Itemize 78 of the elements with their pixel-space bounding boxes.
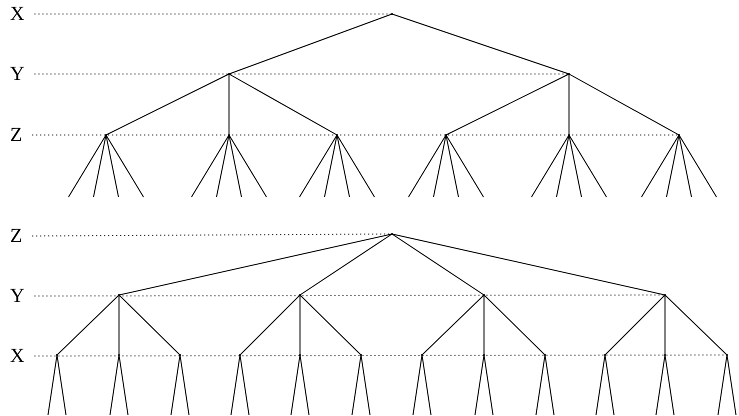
branch-line: [531, 134, 570, 198]
branch-line: [191, 134, 230, 198]
branch-line: [228, 134, 242, 198]
branch-line: [118, 294, 120, 356]
branch-line: [484, 354, 494, 416]
branch-line: [408, 134, 446, 198]
branch-line: [604, 354, 614, 416]
branch-line: [118, 294, 180, 356]
branch-line: [412, 354, 422, 416]
branch-line: [336, 134, 350, 198]
branch-line: [474, 354, 484, 416]
branch-line: [48, 354, 58, 416]
branch-line: [290, 354, 300, 416]
branch-line: [228, 74, 230, 136]
branch-line: [656, 354, 666, 416]
branch-line: [556, 134, 570, 198]
branch-line: [240, 294, 300, 356]
branch-line: [678, 134, 692, 198]
level-label: X: [10, 346, 24, 366]
branch-line: [352, 354, 362, 416]
branch-line: [446, 74, 570, 136]
branch-line: [664, 294, 728, 356]
branch-line: [170, 354, 180, 416]
branch-line: [392, 14, 570, 74]
branch-line: [106, 74, 230, 136]
level-label: Y: [10, 286, 24, 306]
branch-line: [299, 134, 338, 198]
branch-line: [228, 14, 392, 74]
level-label: Y: [10, 64, 24, 84]
branch-line: [568, 74, 680, 136]
branch-line: [300, 294, 362, 356]
branch-line: [300, 234, 392, 296]
branch-line: [446, 134, 484, 198]
branch-line: [536, 354, 546, 416]
branch-line: [118, 234, 392, 296]
branch-line: [422, 354, 432, 416]
branch-line: [360, 354, 370, 416]
branch-line: [110, 354, 120, 416]
branch-line: [56, 354, 66, 416]
branch-line: [664, 294, 666, 356]
branch-line: [446, 134, 459, 198]
branch-line: [664, 354, 674, 416]
dotted-guide-line: [34, 294, 666, 296]
branch-line: [118, 354, 128, 416]
branch-line: [230, 354, 240, 416]
branch-line: [93, 134, 106, 198]
branch-line: [666, 134, 680, 198]
branch-line: [641, 134, 680, 198]
branch-line: [726, 354, 736, 416]
branch-line: [56, 294, 120, 356]
branch-line: [568, 74, 570, 136]
branch-line: [392, 234, 666, 296]
branch-line: [300, 354, 310, 416]
branch-line: [678, 134, 717, 198]
branch-line: [544, 354, 554, 416]
branch-line: [324, 134, 338, 198]
branch-line: [422, 294, 484, 356]
branch-line: [216, 134, 230, 198]
branch-line: [604, 294, 666, 356]
branch-line: [180, 354, 190, 416]
branch-line: [106, 134, 119, 198]
branch-line: [596, 354, 606, 416]
branch-line: [568, 134, 582, 198]
branch-line: [106, 134, 144, 198]
branch-line: [68, 134, 106, 198]
dotted-guide-line: [32, 134, 680, 136]
level-label: Z: [10, 226, 22, 246]
branch-line: [336, 134, 375, 198]
branch-line: [433, 134, 446, 198]
level-label: Z: [10, 125, 22, 145]
branch-line: [392, 234, 484, 296]
level-label: X: [10, 4, 24, 24]
branch-line: [568, 134, 607, 198]
branch-line: [484, 294, 546, 356]
branch-line: [240, 354, 250, 416]
branch-line: [228, 74, 338, 136]
branch-line: [228, 134, 267, 198]
branch-line: [718, 354, 728, 416]
